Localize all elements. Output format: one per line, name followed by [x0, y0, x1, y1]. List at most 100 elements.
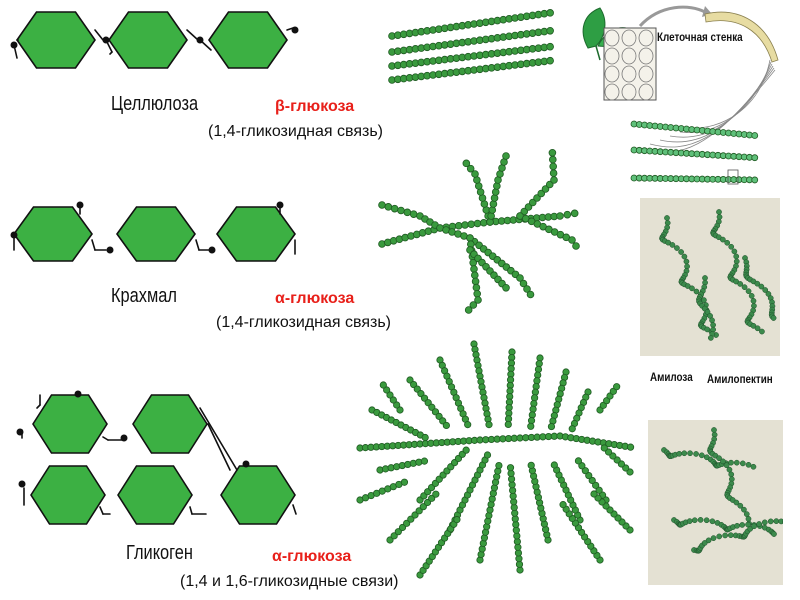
helix-bead	[745, 461, 752, 468]
hydroxyl-dot	[242, 460, 250, 468]
starch-title: Крахмал	[111, 285, 177, 307]
glucose-bead	[384, 203, 393, 211]
glucose-bead	[464, 306, 473, 314]
glucose-bead	[471, 277, 480, 286]
helix-bead	[727, 532, 734, 539]
helix-bead	[743, 511, 750, 517]
helix-bead	[705, 537, 712, 544]
helix-bead	[689, 285, 695, 292]
glucose-bead	[386, 536, 394, 544]
helix-bead	[716, 533, 723, 540]
microfibril	[689, 59, 771, 129]
hydroxyl-dot	[208, 246, 216, 254]
glucose-bead	[559, 501, 567, 509]
glucose-bead	[495, 461, 503, 470]
glucose-bead	[502, 283, 510, 292]
helix-bead	[681, 253, 688, 260]
hydroxyl-dot	[276, 201, 284, 209]
glucose-bead	[590, 490, 598, 498]
glucose-bead	[595, 486, 603, 494]
glucose-bead	[550, 461, 558, 469]
glycogen-micrograph	[648, 420, 791, 585]
helix-bead	[728, 471, 735, 478]
glucose-bead	[622, 464, 630, 472]
microfibril	[679, 61, 772, 133]
starch-helix-micrograph	[659, 209, 777, 341]
bond-line	[99, 506, 104, 515]
glucose-bead	[462, 446, 470, 454]
plant-cell	[621, 65, 637, 83]
glucose-bead	[546, 42, 554, 51]
glucose-bead	[548, 149, 557, 157]
glycogen-title: Гликоген	[126, 542, 193, 564]
glucose-ring	[116, 206, 196, 262]
helix-bead	[771, 531, 777, 537]
glucose-bead	[588, 476, 596, 485]
glucose-bead	[516, 274, 524, 282]
helix-bead	[770, 315, 777, 321]
cellulose-monomer: β-глюкоза	[275, 98, 355, 115]
bond-line	[195, 239, 200, 251]
plant-cell	[604, 83, 620, 101]
helix-bead	[684, 283, 691, 289]
leaf-shape	[582, 7, 606, 49]
helix-bead	[759, 328, 765, 335]
helix-bead	[773, 518, 780, 524]
plant-cell	[638, 83, 654, 101]
plant-cell	[621, 83, 637, 101]
glucose-bead	[568, 425, 576, 433]
glucose-bead	[546, 9, 554, 17]
bond-line	[109, 51, 113, 55]
glucose-bead	[751, 176, 759, 184]
glucose-bead	[466, 164, 475, 173]
helix-bead	[747, 525, 754, 532]
amylopectin-label: Амилопектин	[707, 372, 773, 386]
helix-bead	[709, 518, 716, 525]
helix-bead	[711, 427, 717, 433]
glucose-bead	[527, 422, 535, 430]
bond-line	[207, 423, 231, 471]
glucose-bead	[474, 296, 482, 304]
hydroxyl-dot	[76, 201, 84, 209]
cell-wall-label: Клеточная стенка	[657, 30, 743, 44]
hydroxyl-dot	[291, 26, 299, 34]
glucose-bead	[467, 220, 476, 229]
helix-bead	[733, 253, 740, 260]
glucose-bead	[453, 516, 461, 524]
glucose-bead	[407, 515, 415, 523]
cellulose-title: Целлюлоза	[111, 93, 199, 115]
helix-bead	[697, 517, 704, 523]
glycogen-monomer: α-глюкоза	[272, 548, 352, 565]
glucose-bead	[617, 460, 626, 468]
helix-bead	[704, 326, 711, 333]
glucose-bead	[506, 464, 515, 472]
glucose-bead	[397, 206, 405, 215]
glucose-bead	[578, 462, 586, 470]
helix-bead	[723, 462, 730, 469]
glucose-ring	[220, 465, 296, 525]
helix-bead	[724, 239, 731, 246]
helix-bead	[691, 517, 698, 524]
glucose-bead	[568, 236, 576, 244]
helix-bead	[681, 450, 688, 457]
glucose-bead	[409, 210, 418, 218]
helix-bead	[704, 309, 711, 315]
glucose-bead	[549, 162, 557, 171]
cellulose-hexagon-chain	[10, 11, 299, 69]
hydroxyl-dot	[10, 231, 18, 239]
helix-bead	[664, 215, 670, 221]
helix-bead	[754, 280, 761, 287]
glucose-bead	[527, 461, 535, 469]
leaf-stem	[595, 45, 601, 61]
glucose-bead	[411, 511, 419, 519]
helix-bead	[709, 317, 715, 324]
bond-line	[186, 29, 199, 41]
glucose-bead	[464, 421, 472, 429]
glucose-bead	[483, 451, 492, 459]
bond-line	[199, 39, 212, 51]
amylose-amylopectin-micrograph	[640, 198, 780, 356]
glucose-bead	[393, 401, 401, 409]
helix-bead	[748, 293, 755, 299]
arrow-curve	[638, 5, 706, 28]
glucose-bead	[581, 467, 589, 475]
